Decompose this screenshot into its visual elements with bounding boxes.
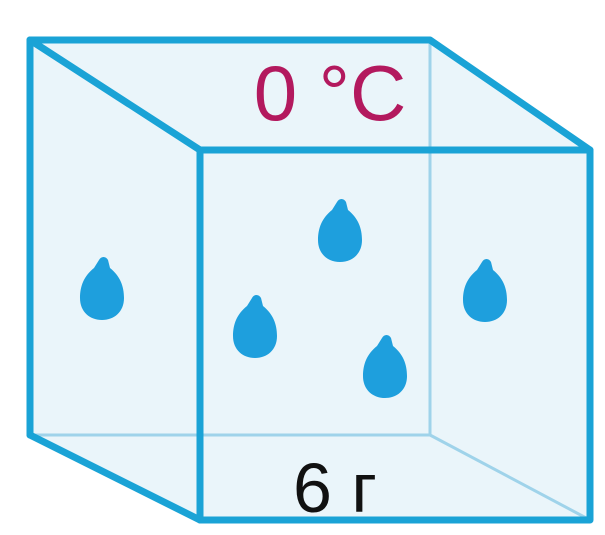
mass-label: 6 г — [293, 449, 377, 527]
temperature-label: 0 °C — [254, 49, 407, 137]
